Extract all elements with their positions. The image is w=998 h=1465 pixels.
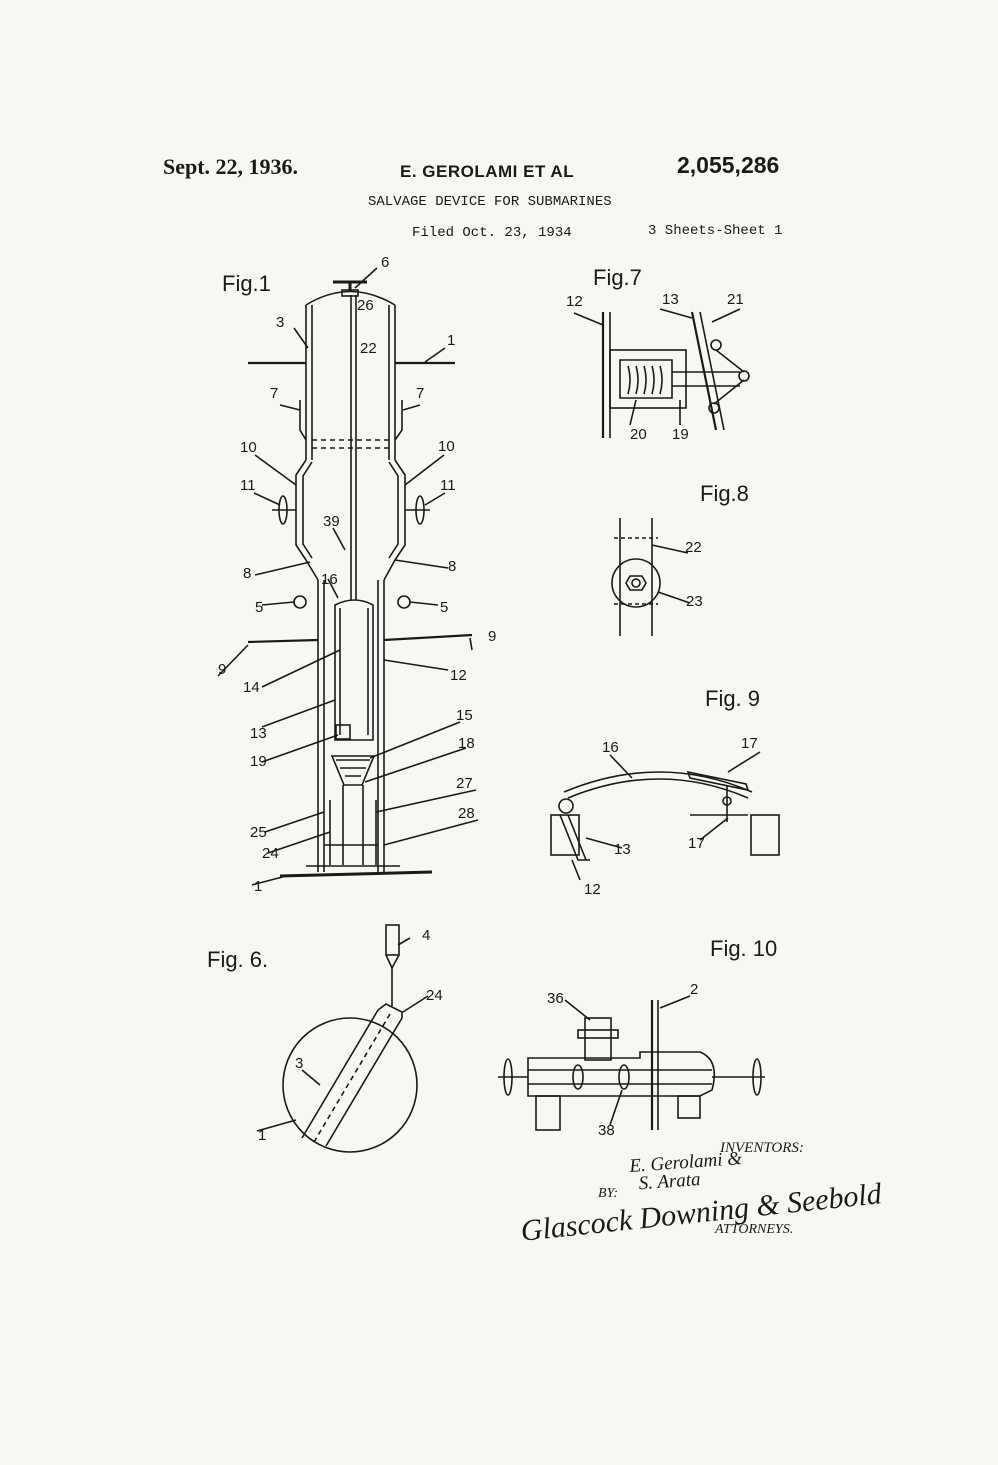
ref-numeral: 11: [240, 477, 256, 494]
ref-numeral: 3: [276, 314, 284, 331]
ref-numeral: 13: [614, 841, 631, 858]
ref-numeral: 22: [360, 340, 377, 357]
ref-numeral: 16: [602, 739, 619, 756]
ref-numeral: 9: [218, 661, 226, 678]
ref-numeral: 10: [240, 439, 257, 456]
fig8-label: Fig.8: [700, 481, 749, 506]
ref-numeral: 12: [584, 881, 601, 898]
patent-title: SALVAGE DEVICE FOR SUBMARINES: [368, 194, 612, 210]
ref-numeral: 12: [566, 293, 583, 310]
ref-numeral: 23: [686, 593, 703, 610]
ref-numeral: 21: [727, 291, 744, 308]
ref-numeral: 19: [672, 426, 689, 443]
ref-numeral: 7: [416, 385, 424, 402]
fig6-drawing: [282, 924, 418, 1153]
fig6-label: Fig. 6.: [207, 947, 268, 972]
ref-numeral: 1: [258, 1127, 266, 1144]
fig1-label: Fig.1: [222, 271, 271, 296]
fig10-drawing: [498, 1000, 765, 1131]
ref-numeral: 11: [440, 477, 456, 494]
fig9-drawing: [550, 770, 780, 861]
fig10-label: Fig. 10: [710, 936, 777, 961]
ref-numeral: 1: [254, 878, 262, 895]
ref-numeral: 7: [270, 385, 278, 402]
ref-numeral: 6: [381, 254, 389, 271]
ref-numeral: 2: [690, 981, 698, 998]
filed-date: Filed Oct. 23, 1934: [412, 225, 572, 241]
ref-numeral: 28: [458, 805, 475, 822]
ref-numeral: 26: [357, 297, 374, 314]
ref-numeral: 3: [295, 1055, 303, 1072]
patent-number: 2,055,286: [677, 152, 780, 178]
ref-numeral: 16: [321, 571, 338, 588]
ref-numeral: 5: [255, 599, 263, 616]
fig9-label: Fig. 9: [705, 686, 760, 711]
ref-numeral: 15: [456, 707, 473, 724]
patent-date: Sept. 22, 1936.: [163, 154, 299, 179]
sheet-count: 3 Sheets-Sheet 1: [648, 223, 783, 239]
ref-numeral: 27: [456, 775, 473, 792]
ref-numeral: 17: [741, 735, 758, 752]
ref-numeral: 24: [426, 987, 443, 1004]
ref-numeral: 25: [250, 824, 267, 841]
ref-numeral: 38: [598, 1122, 615, 1139]
ref-numeral: 5: [440, 599, 448, 616]
ref-numeral: 39: [323, 513, 340, 530]
inventor-name: E. GEROLAMI ET AL: [400, 162, 575, 181]
ref-numeral: 10: [438, 438, 455, 455]
ref-numeral: 8: [448, 558, 456, 575]
by-label: BY:: [598, 1186, 619, 1201]
attorneys-label: ATTORNEYS.: [715, 1222, 794, 1237]
ref-numeral: 22: [685, 539, 702, 556]
fig7-drawing: [601, 311, 750, 438]
ref-numeral: 17: [688, 835, 705, 852]
fig7-label: Fig.7: [593, 265, 642, 290]
ref-numeral: 1: [447, 332, 455, 349]
ref-numeral: 4: [422, 927, 430, 944]
ref-numeral: 12: [450, 667, 467, 684]
fig8-drawing: [611, 518, 661, 636]
ref-numeral: 19: [250, 753, 267, 770]
ref-numeral: 13: [662, 291, 679, 308]
ref-numeral: 20: [630, 426, 647, 443]
ref-numeral: 24: [262, 845, 279, 862]
ref-numeral: 13: [250, 725, 267, 742]
ref-numeral: 18: [458, 735, 475, 752]
ref-numeral: 8: [243, 565, 251, 582]
inventors-label: INVENTORS:: [720, 1140, 804, 1156]
ref-numeral: 9: [488, 628, 496, 645]
ref-numeral: 36: [547, 990, 564, 1007]
fig1-drawing: [247, 280, 473, 878]
ref-numeral: 14: [243, 679, 260, 696]
